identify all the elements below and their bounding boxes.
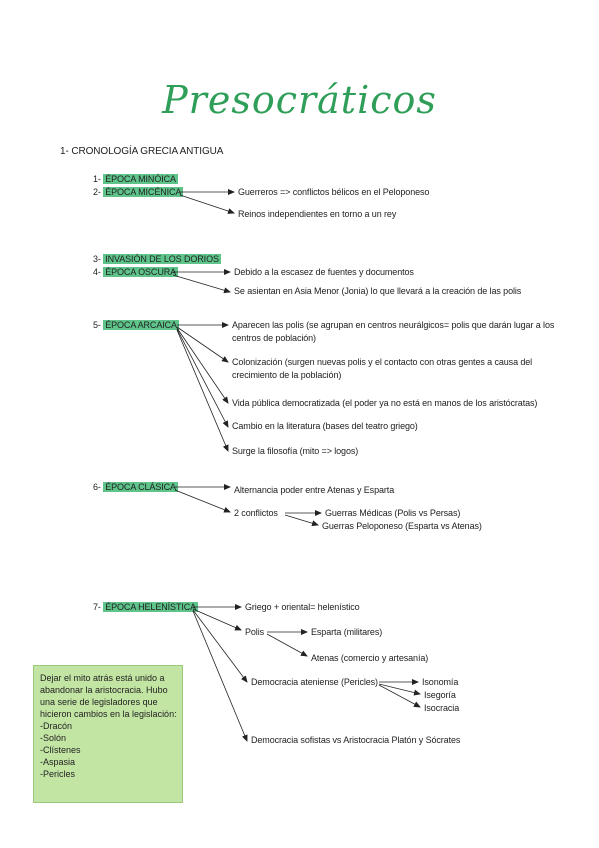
helenistica-subitem: Atenas (comercio y artesanía) (311, 653, 429, 663)
helenistica-subitem: Esparta (militares) (311, 627, 383, 637)
era-oscura: 4- ÉPOCA OSCURA (93, 267, 179, 277)
arcaica-item: Colonización (surgen nuevas polis y el c… (232, 357, 533, 367)
arcaica-item: Aparecen las polis (se agrupan en centro… (232, 320, 555, 330)
arrow (284, 514, 319, 527)
arrow (192, 608, 242, 631)
helenistica-item: Polis (245, 627, 265, 637)
clasica-item: Alternancia poder entre Atenas y Esparta (234, 485, 395, 495)
era-label-highlight: ÉPOCA ARCAICA (103, 320, 179, 330)
note-line: -Aspasia (40, 757, 76, 767)
arrow (378, 684, 421, 708)
era-label-highlight: ÉPOCA MICÉNICA (103, 187, 184, 197)
helenistica-item: Griego + oriental= helenístico (245, 602, 360, 612)
arrow (176, 329, 229, 452)
note-line: Dejar el mito atrás está unido a (40, 673, 165, 683)
helenistica-item: Democracia sofistas vs Aristocracia Plat… (251, 735, 461, 745)
era-clasica: 6- ÉPOCA CLÁSICA (93, 482, 178, 492)
micenica-item: Guerreros => conflictos bélicos en el Pe… (238, 187, 430, 197)
clasica-subitem: Guerras Médicas (Polis vs Persas) (325, 508, 461, 518)
era-micenica: 2- ÉPOCA MICÉNICA (93, 187, 184, 197)
arrow (266, 633, 308, 657)
arcaica-item: Cambio en la literatura (bases del teatr… (232, 421, 418, 431)
arrow (192, 610, 248, 742)
note-line: abandonar la aristocracia. Hubo (40, 685, 168, 695)
era-helenistica: 7- ÉPOCA HELENÍSTICA (93, 602, 199, 612)
arrow (172, 274, 231, 294)
page-title: Presocráticos (162, 78, 437, 122)
arcaica-item-cont: centros de población) (232, 333, 316, 343)
note-line: -Pericles (40, 769, 76, 779)
era-label-highlight: ÉPOCA OSCURA (103, 267, 179, 277)
note-line: -Dracón (40, 721, 73, 731)
note-line: una serie de legisladores que (40, 697, 158, 707)
era-minoica: 1- ÉPOCA MINÓICA (93, 174, 178, 184)
arrow (176, 326, 229, 363)
arrow (176, 328, 229, 428)
micenica-item: Reinos independientes en torno a un rey (238, 209, 397, 219)
era-arcaica: 5- ÉPOCA ARCAICA (93, 320, 179, 330)
helenistica-item: Democracia ateniense (Pericles) (251, 677, 378, 687)
helenistica-subitem: Isegoría (424, 690, 456, 700)
note-line: -Solón (40, 733, 67, 743)
section-heading: 1- CRONOLOGÍA GRECIA ANTIGUA (60, 146, 224, 157)
oscura-item: Se asientan en Asia Menor (Jonia) lo que… (234, 286, 522, 296)
helenistica-subitem: Isocracia (424, 703, 460, 713)
clasica-subitem: Guerras Peloponeso (Esparta vs Atenas) (322, 521, 482, 531)
arrow (192, 609, 248, 683)
note-line: hicieron cambios en la legislación: (40, 709, 177, 719)
arrow (174, 489, 231, 513)
era-label-highlight: ÉPOCA HELENÍSTICA (103, 602, 199, 612)
era-dorios: 3- INVASIÓN DE LOS DORIOS (93, 254, 221, 264)
arcaica-item: Surge la filosofía (mito => logos) (232, 446, 359, 456)
era-label-highlight: INVASIÓN DE LOS DORIOS (103, 254, 221, 264)
helenistica-subitem: Isonomía (422, 677, 459, 687)
arcaica-item: Vida pública democratizada (el poder ya … (232, 398, 538, 408)
note-line: -Clístenes (40, 745, 81, 755)
arrow (378, 683, 421, 696)
era-label-highlight: ÉPOCA MINÓICA (103, 174, 178, 184)
arrow (176, 327, 229, 404)
arrow (179, 194, 235, 214)
era-label-highlight: ÉPOCA CLÁSICA (103, 482, 178, 492)
oscura-item: Debido a la escasez de fuentes y documen… (234, 267, 414, 277)
arcaica-item-cont: crecimiento de la población) (232, 370, 342, 380)
clasica-item: 2 conflictos (234, 508, 278, 518)
note-box: Dejar el mito atrás está unido a abandon… (33, 665, 183, 803)
